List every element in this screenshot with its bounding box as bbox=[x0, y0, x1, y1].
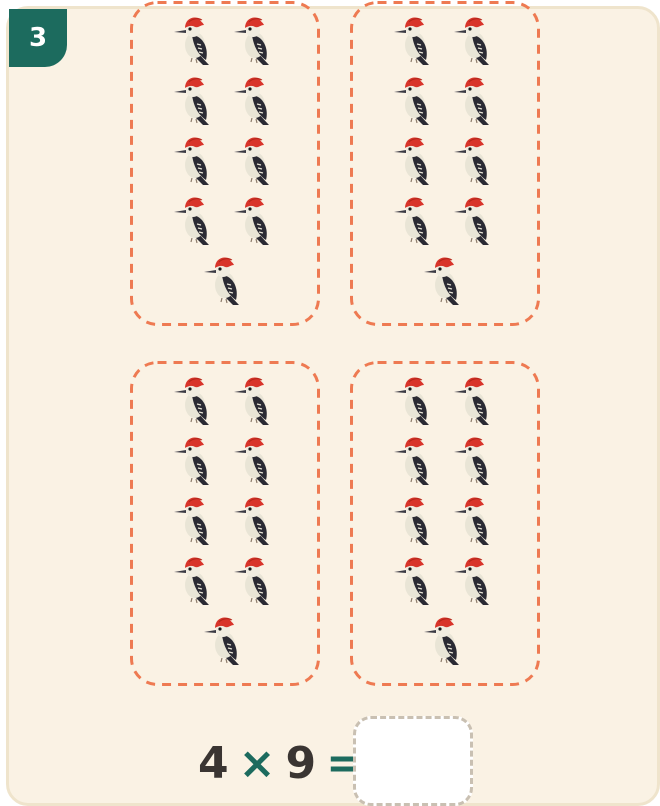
woodpecker-icon bbox=[233, 136, 279, 186]
equation-multiplicand: 9 bbox=[286, 738, 317, 789]
woodpecker-icon bbox=[233, 76, 279, 126]
woodpecker-icon bbox=[393, 556, 439, 606]
woodpecker-icon bbox=[453, 196, 499, 246]
woodpecker-icon bbox=[233, 376, 279, 426]
group-3 bbox=[130, 361, 320, 686]
equation: 4 × 9 = bbox=[196, 735, 371, 791]
problem-card bbox=[6, 6, 660, 806]
woodpecker-icon bbox=[453, 436, 499, 486]
woodpecker-icon bbox=[393, 16, 439, 66]
woodpecker-icon bbox=[423, 256, 469, 306]
woodpecker-icon bbox=[393, 496, 439, 546]
woodpecker-icon bbox=[393, 436, 439, 486]
woodpecker-icon bbox=[173, 376, 219, 426]
woodpecker-icon bbox=[453, 16, 499, 66]
woodpecker-icon bbox=[233, 556, 279, 606]
woodpecker-icon bbox=[453, 556, 499, 606]
woodpecker-icon bbox=[203, 256, 249, 306]
problem-number: 3 bbox=[29, 23, 47, 53]
woodpecker-icon bbox=[173, 196, 219, 246]
woodpecker-icon bbox=[393, 76, 439, 126]
answer-input-box[interactable] bbox=[353, 716, 473, 806]
woodpecker-icon bbox=[393, 196, 439, 246]
woodpecker-icon bbox=[453, 76, 499, 126]
woodpecker-icon bbox=[173, 136, 219, 186]
woodpecker-icon bbox=[233, 496, 279, 546]
woodpecker-icon bbox=[453, 496, 499, 546]
times-sign: × bbox=[239, 738, 276, 789]
woodpecker-icon bbox=[173, 16, 219, 66]
woodpecker-icon bbox=[393, 136, 439, 186]
woodpecker-icon bbox=[203, 616, 249, 666]
woodpecker-icon bbox=[393, 376, 439, 426]
group-2 bbox=[350, 1, 540, 326]
woodpecker-icon bbox=[233, 16, 279, 66]
equation-multiplier: 4 bbox=[198, 738, 229, 789]
woodpecker-icon bbox=[173, 496, 219, 546]
woodpecker-icon bbox=[173, 556, 219, 606]
woodpecker-icon bbox=[173, 436, 219, 486]
group-4 bbox=[350, 361, 540, 686]
woodpecker-icon bbox=[423, 616, 469, 666]
woodpecker-icon bbox=[233, 436, 279, 486]
woodpecker-icon bbox=[233, 196, 279, 246]
problem-number-badge: 3 bbox=[9, 9, 67, 67]
woodpecker-icon bbox=[453, 136, 499, 186]
woodpecker-icon bbox=[173, 76, 219, 126]
woodpecker-icon bbox=[453, 376, 499, 426]
group-1 bbox=[130, 1, 320, 326]
